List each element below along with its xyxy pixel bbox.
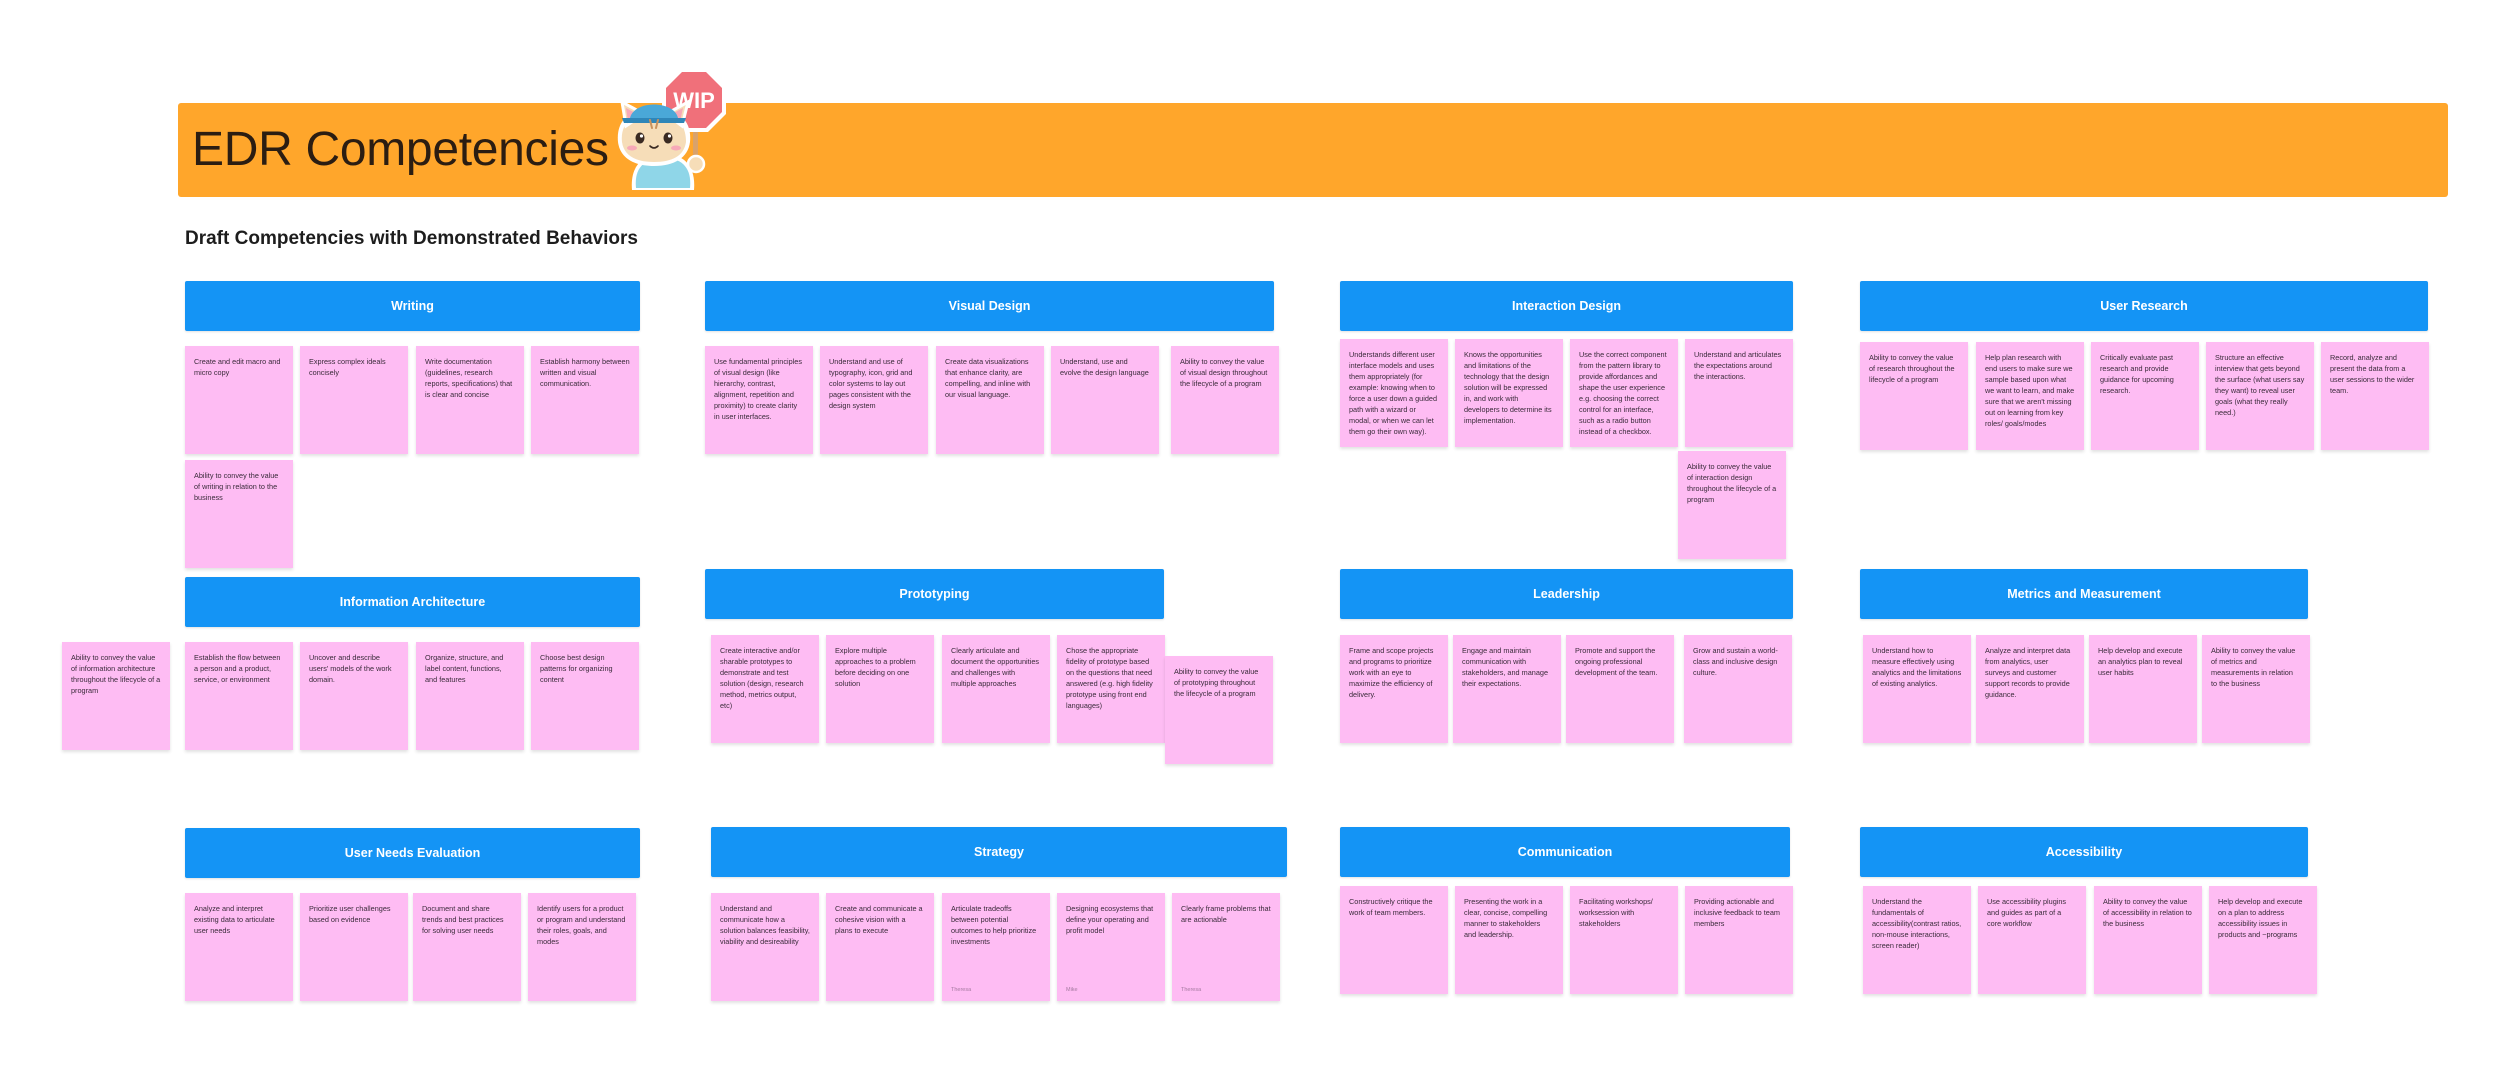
- user-needs-evaluation-header[interactable]: User Needs Evaluation: [185, 828, 640, 878]
- interaction-design-note[interactable]: Knows the opportunities and limitations …: [1455, 339, 1563, 447]
- user-research-header[interactable]: User Research: [1860, 281, 2428, 331]
- metrics-measurement-note[interactable]: Help develop and execute an analytics pl…: [2089, 635, 2197, 743]
- prototyping-note[interactable]: Chose the appropriate fidelity of protot…: [1057, 635, 1165, 743]
- page-title: EDR Competencies: [192, 123, 609, 176]
- user-research-note[interactable]: Record, analyze and present the data fro…: [2321, 342, 2429, 450]
- wip-cat-icon: WIP: [617, 68, 726, 190]
- user-needs-evaluation-note[interactable]: Analyze and interpret existing data to a…: [185, 893, 293, 1001]
- information-architecture-note[interactable]: Establish the flow between a person and …: [185, 642, 293, 750]
- user-needs-evaluation-note[interactable]: Prioritize user challenges based on evid…: [300, 893, 408, 1001]
- information-architecture-note[interactable]: Ability to convey the value of informati…: [62, 642, 170, 750]
- author-tag: Theresa: [1181, 986, 1202, 993]
- accessibility-note[interactable]: Use accessibility plugins and guides as …: [1978, 886, 2086, 994]
- interaction-design-note[interactable]: Understands different user interface mod…: [1340, 339, 1448, 447]
- interaction-design-note[interactable]: Understand and articulates the expectati…: [1685, 339, 1793, 447]
- prototyping-note[interactable]: Clearly articulate and document the oppo…: [942, 635, 1050, 743]
- visual-design-note[interactable]: Create data visualizations that enhance …: [936, 346, 1044, 454]
- leadership-note[interactable]: Grow and sustain a world-class and inclu…: [1684, 635, 1792, 743]
- strategy-note[interactable]: Understand and communicate how a solutio…: [711, 893, 819, 1001]
- user-research-note[interactable]: Structure an effective interview that ge…: [2206, 342, 2314, 450]
- strategy-note[interactable]: Clearly frame problems that are actionab…: [1172, 893, 1280, 1001]
- writing-note[interactable]: Express complex ideals concisely: [300, 346, 408, 454]
- visual-design-header[interactable]: Visual Design: [705, 281, 1274, 331]
- visual-design-note[interactable]: Understand, use and evolve the design la…: [1051, 346, 1159, 454]
- metrics-measurement-note[interactable]: Understand how to measure effectively us…: [1863, 635, 1971, 743]
- user-needs-evaluation-note[interactable]: Document and share trends and best pract…: [413, 893, 521, 1001]
- strategy-note-text: Clearly frame problems that are actionab…: [1181, 904, 1271, 924]
- writing-note[interactable]: Create and edit macro and micro copy: [185, 346, 293, 454]
- information-architecture-header[interactable]: Information Architecture: [185, 577, 640, 627]
- communication-note[interactable]: Facilitating workshops/ worksession with…: [1570, 886, 1678, 994]
- leadership-note[interactable]: Promote and support the ongoing professi…: [1566, 635, 1674, 743]
- information-architecture-note[interactable]: Choose best design patterns for organizi…: [531, 642, 639, 750]
- writing-note[interactable]: Write documentation (guidelines, researc…: [416, 346, 524, 454]
- leadership-note[interactable]: Frame and scope projects and programs to…: [1340, 635, 1448, 743]
- strategy-note[interactable]: Designing ecosystems that define your op…: [1057, 893, 1165, 1001]
- interaction-design-header[interactable]: Interaction Design: [1340, 281, 1793, 331]
- title-banner: EDR Competencies: [178, 103, 2448, 197]
- communication-note[interactable]: Constructively critique the work of team…: [1340, 886, 1448, 994]
- user-research-note[interactable]: Critically evaluate past research and pr…: [2091, 342, 2199, 450]
- user-needs-evaluation-note[interactable]: Identify users for a product or program …: [528, 893, 636, 1001]
- strategy-note-text: Designing ecosystems that define your op…: [1066, 904, 1154, 935]
- user-research-note[interactable]: Help plan research with end users to mak…: [1976, 342, 2084, 450]
- communication-note[interactable]: Presenting the work in a clear, concise,…: [1455, 886, 1563, 994]
- strategy-note-text: Articulate tradeoffs between potential o…: [951, 904, 1037, 946]
- prototyping-note[interactable]: Create interactive and/or sharable proto…: [711, 635, 819, 743]
- writing-note[interactable]: Establish harmony between written and vi…: [531, 346, 639, 454]
- leadership-note[interactable]: Engage and maintain communication with s…: [1453, 635, 1561, 743]
- writing-note[interactable]: Ability to convey the value of writing i…: [185, 460, 293, 568]
- visual-design-note[interactable]: Use fundamental principles of visual des…: [705, 346, 813, 454]
- strategy-note[interactable]: Articulate tradeoffs between potential o…: [942, 893, 1050, 1001]
- strategy-header[interactable]: Strategy: [711, 827, 1287, 877]
- interaction-design-note[interactable]: Use the correct component from the patte…: [1570, 339, 1678, 447]
- interaction-design-note[interactable]: Ability to convey the value of interacti…: [1678, 451, 1786, 559]
- visual-design-note[interactable]: Understand and use of typography, icon, …: [820, 346, 928, 454]
- strategy-note[interactable]: Create and communicate a cohesive vision…: [826, 893, 934, 1001]
- metrics-measurement-note[interactable]: Analyze and interpret data from analytic…: [1976, 635, 2084, 743]
- wip-cat-sticker: WIP: [612, 62, 742, 192]
- accessibility-note[interactable]: Ability to convey the value of accessibi…: [2094, 886, 2202, 994]
- accessibility-header[interactable]: Accessibility: [1860, 827, 2308, 877]
- writing-header[interactable]: Writing: [185, 281, 640, 331]
- metrics-measurement-note[interactable]: Ability to convey the value of metrics a…: [2202, 635, 2310, 743]
- visual-design-note[interactable]: Ability to convey the value of visual de…: [1171, 346, 1279, 454]
- author-tag: Mike: [1066, 986, 1078, 993]
- prototyping-header[interactable]: Prototyping: [705, 569, 1164, 619]
- communication-note[interactable]: Providing actionable and inclusive feedb…: [1685, 886, 1793, 994]
- prototyping-note[interactable]: Ability to convey the value of prototypi…: [1165, 656, 1273, 764]
- metrics-measurement-header[interactable]: Metrics and Measurement: [1860, 569, 2308, 619]
- communication-header[interactable]: Communication: [1340, 827, 1790, 877]
- author-tag: Theresa: [951, 986, 972, 993]
- accessibility-note[interactable]: Help develop and execute on a plan to ad…: [2209, 886, 2317, 994]
- prototyping-note[interactable]: Explore multiple approaches to a problem…: [826, 635, 934, 743]
- user-research-note[interactable]: Ability to convey the value of research …: [1860, 342, 1968, 450]
- board-subtitle: Draft Competencies with Demonstrated Beh…: [185, 228, 638, 249]
- information-architecture-note[interactable]: Organize, structure, and label content, …: [416, 642, 524, 750]
- leadership-header[interactable]: Leadership: [1340, 569, 1793, 619]
- information-architecture-note[interactable]: Uncover and describe users' models of th…: [300, 642, 408, 750]
- accessibility-note[interactable]: Understand the fundamentals of accessibi…: [1863, 886, 1971, 994]
